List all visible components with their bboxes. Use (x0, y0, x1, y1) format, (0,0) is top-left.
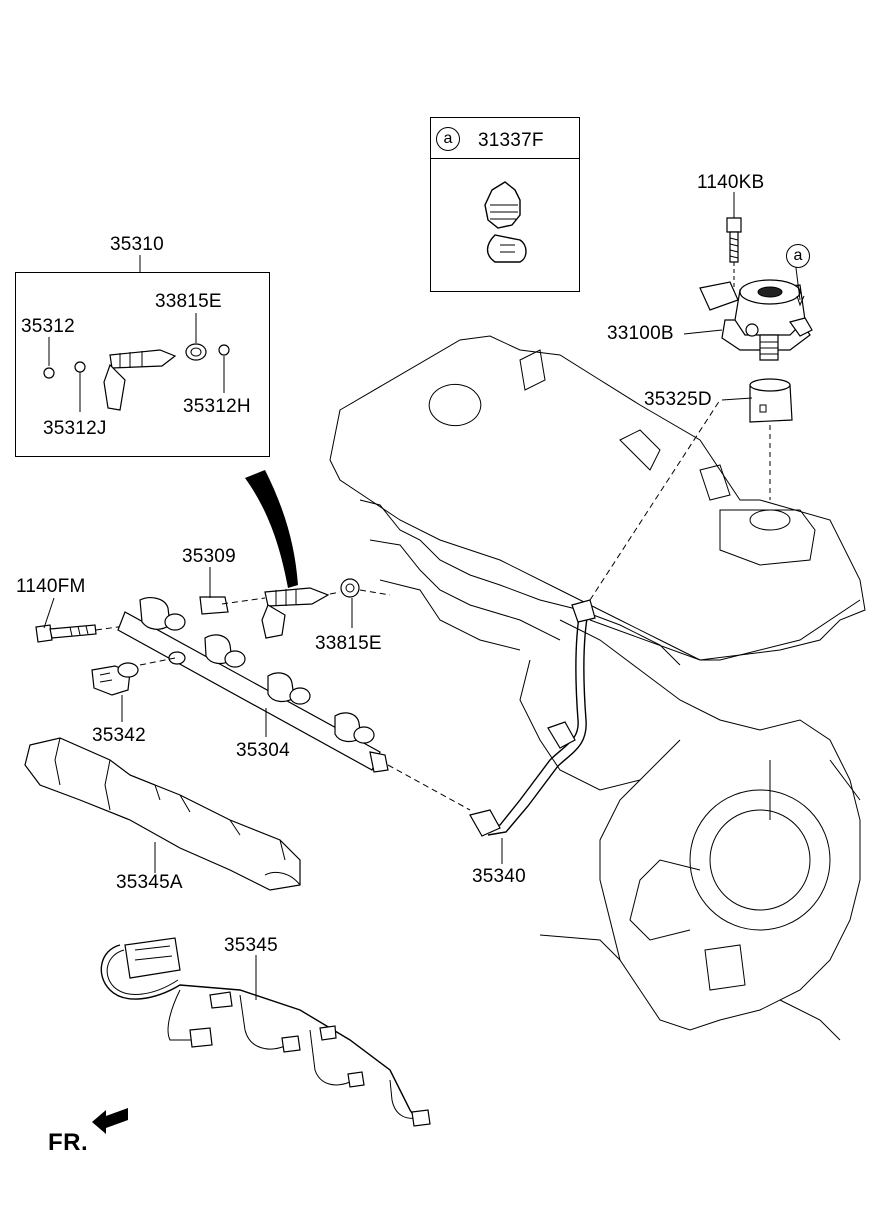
inset-box-35310 (15, 272, 270, 457)
label-31337F: 31337F (478, 130, 544, 151)
seal-35325D (749, 378, 793, 500)
label-35342: 35342 (92, 725, 146, 746)
injector-assembly (199, 578, 391, 639)
label-35304: 35304 (236, 740, 290, 761)
label-35309: 35309 (182, 546, 236, 567)
fuel-rail-35304 (117, 597, 471, 811)
label-35312: 35312 (21, 316, 75, 337)
label-35345A: 35345A (116, 872, 183, 893)
label-35312H: 35312H (183, 396, 251, 417)
harness-35345 (100, 937, 431, 1127)
label-1140KB: 1140KB (697, 172, 765, 193)
engine-assembly (329, 335, 866, 1041)
front-arrow (92, 1108, 128, 1134)
callout-circle-inset: a (436, 127, 460, 151)
sensor-35342 (91, 662, 139, 696)
cover-35345A (24, 737, 301, 891)
label-35325D: 35325D (644, 389, 712, 410)
inset-box-31337F (430, 117, 580, 292)
label-33100B: 33100B (607, 323, 674, 344)
label-1140FM: 1140FM (16, 576, 86, 597)
bolt-1140FM (35, 624, 126, 643)
inset-box-divider (430, 158, 580, 159)
callout-circle-pump: a (786, 244, 810, 268)
fuel-pump-33100B (699, 259, 813, 361)
direction-label: FR. (48, 1129, 89, 1156)
label-35340: 35340 (472, 866, 526, 887)
label-33815E-top: 33815E (155, 291, 222, 312)
clip-31337F (484, 181, 527, 263)
pointer-arrow (245, 470, 298, 588)
label-33815E-mid: 33815E (315, 633, 382, 654)
label-35345: 35345 (224, 935, 278, 956)
injector-kit-35310 (43, 343, 230, 411)
pipe-35340 (469, 399, 861, 837)
label-35312J: 35312J (43, 418, 107, 439)
label-35310: 35310 (110, 234, 164, 255)
leader-lines (43, 192, 753, 1000)
